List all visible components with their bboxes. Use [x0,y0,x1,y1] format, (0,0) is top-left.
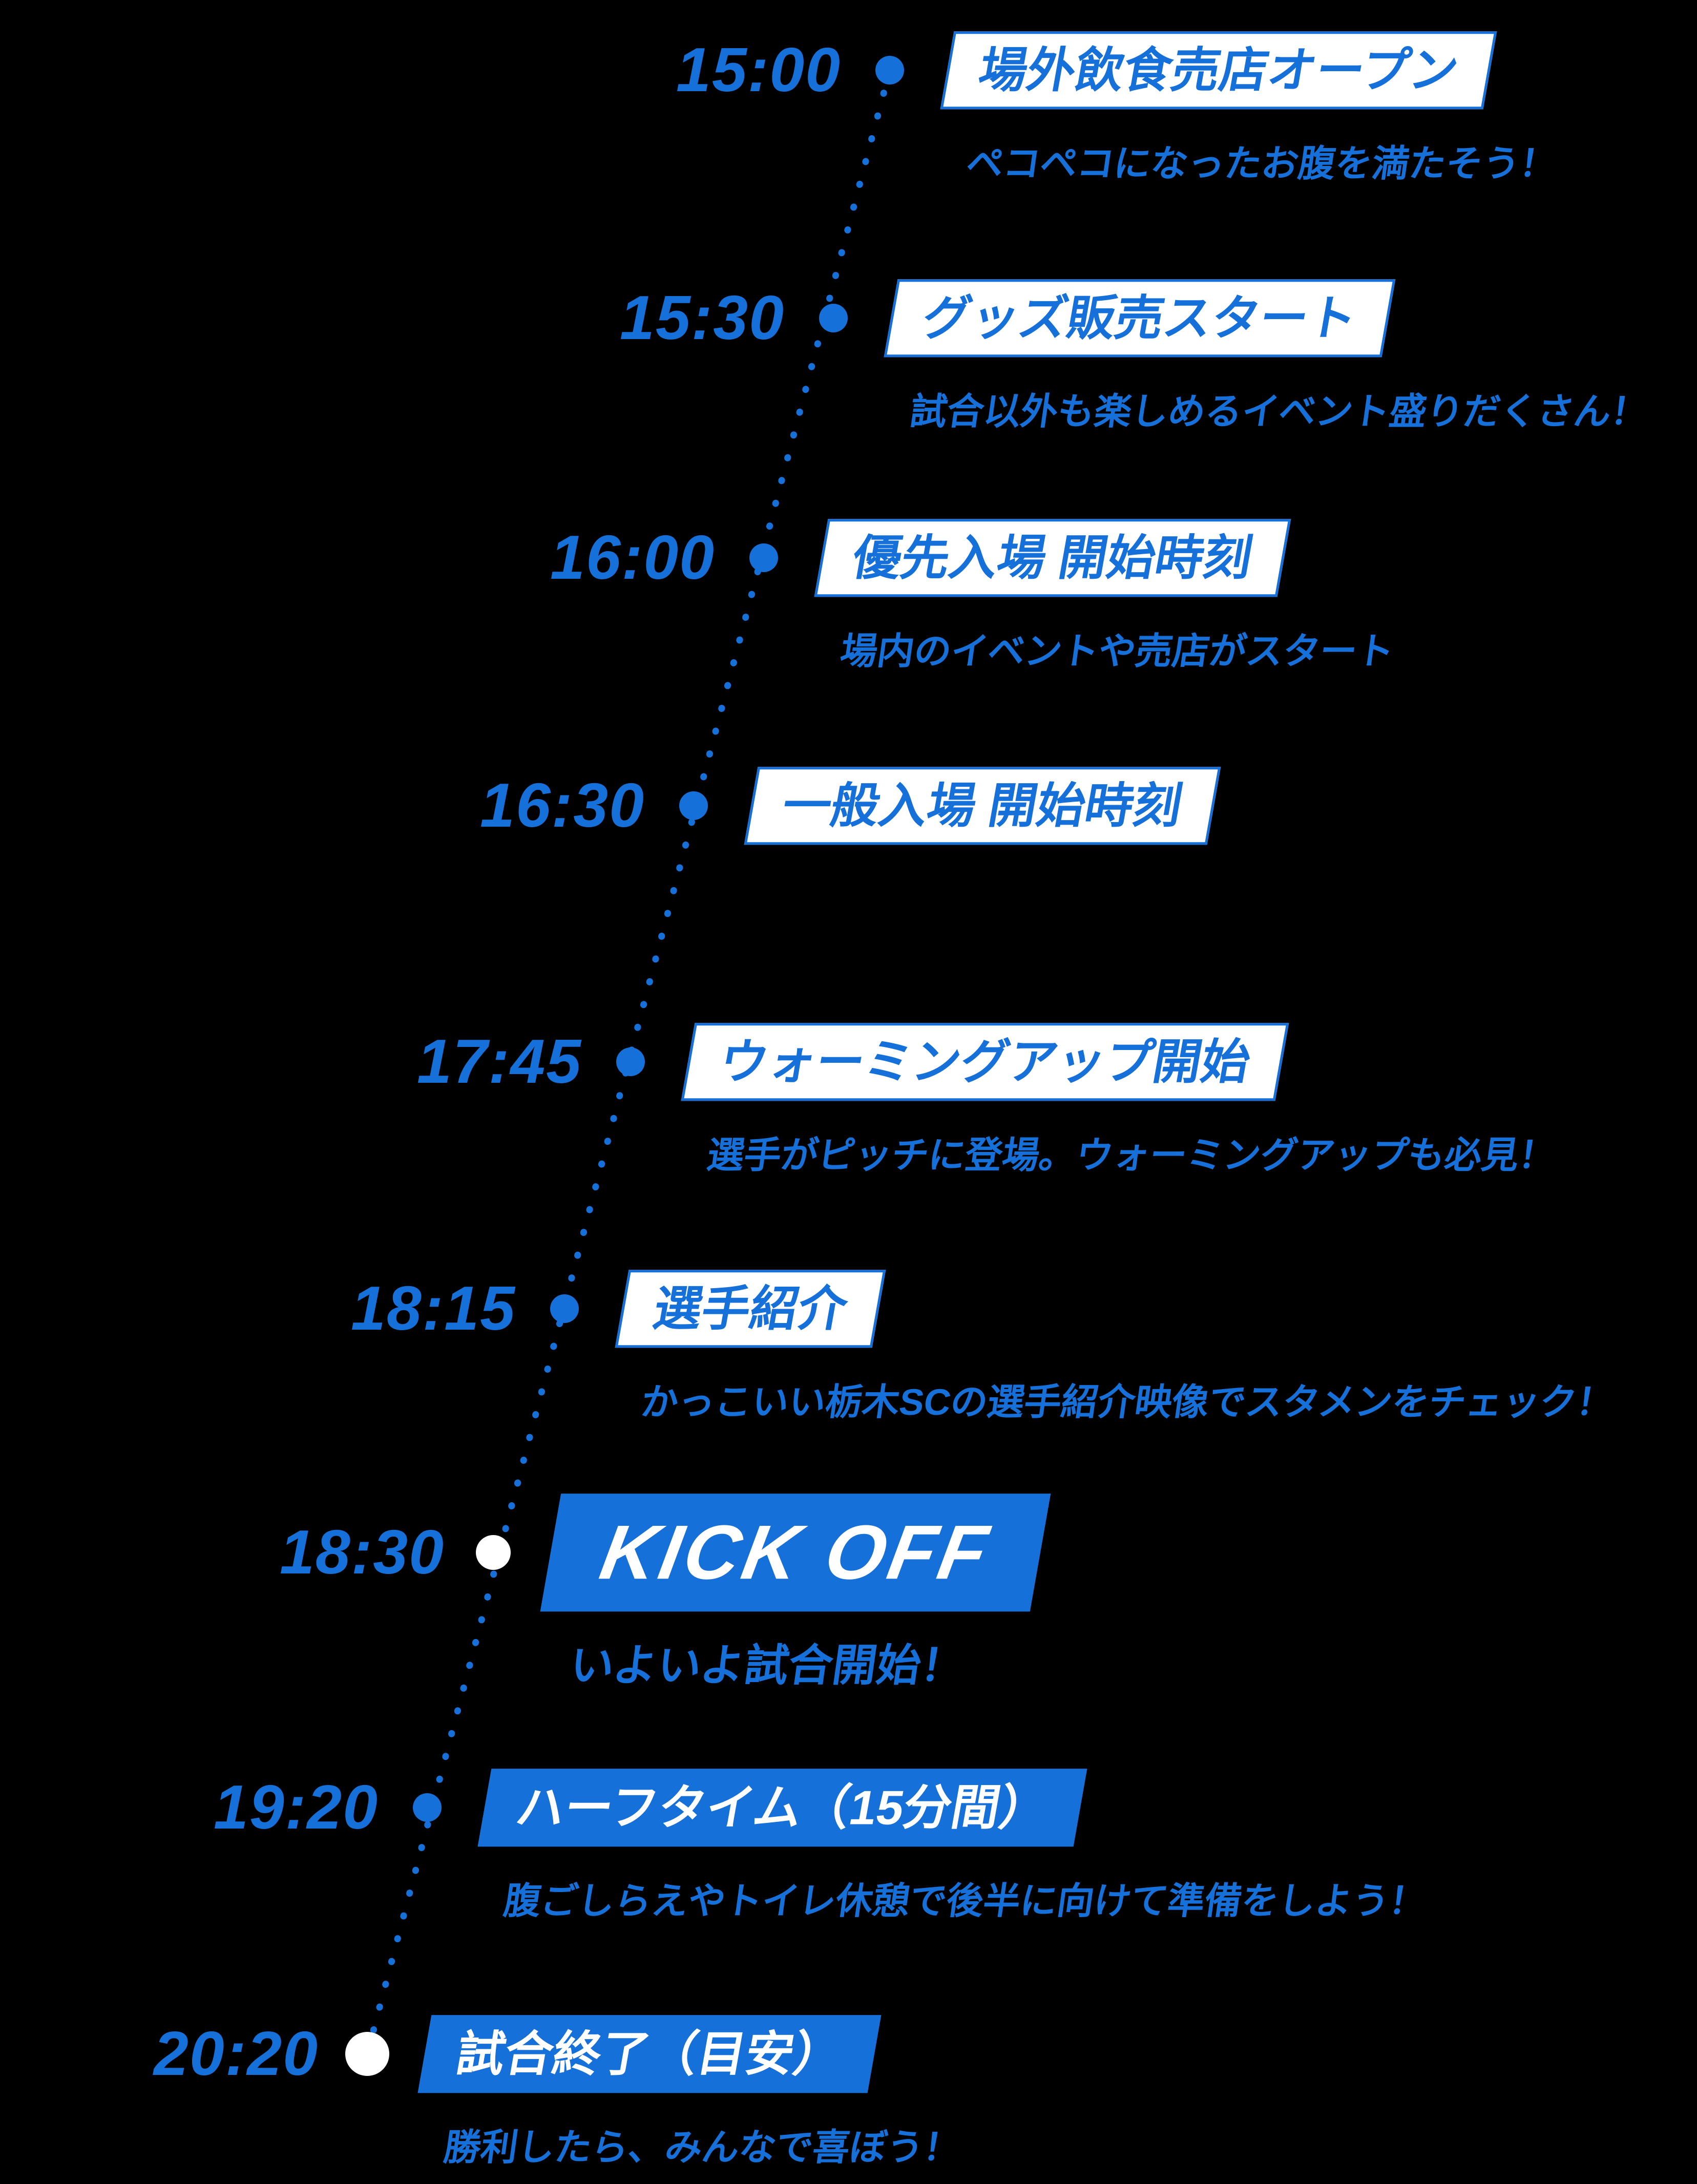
event-title: グッズ販売スタート [918,291,1361,345]
event-title-box: 場外飲食売店オープン [940,31,1497,109]
event-title: 試合終了（目安） [452,2027,847,2081]
event-description: 腹ごしらえやトイレ休憩で後半に向けて準備をしよう！ [501,1881,1429,1922]
event-title: ウォーミングアップ開始 [715,1035,1255,1089]
event-time: 19:20 [213,1772,379,1842]
timeline-dot [616,1047,645,1076]
event-time: 15:00 [676,35,841,104]
event-title-box: 優先入場 開始時刻 [814,519,1291,597]
timeline-dot [413,1793,442,1822]
event-description: 試合以外も楽しめるイベント盛りだくさん！ [907,391,1651,432]
event-time: 15:30 [619,283,785,352]
event-time: 18:15 [350,1273,516,1343]
timeline-dot [819,304,848,332]
event-description: 勝利したら、みんなで喜ぼう！ [441,2127,963,2168]
event-title: ハーフタイム（15分間） [512,1780,1053,1835]
event-title: 場外飲食売店オープン [974,43,1463,97]
event-title: KICK OFF [594,1509,997,1595]
event-description: かっこいい栃木SCの選手紹介映像でスタメンをチェック！ [638,1382,1617,1423]
event-title-box: ウォーミングアップ開始 [681,1023,1289,1101]
event-description: 場内のイベントや売店がスタート [837,631,1397,672]
event-time: 16:30 [479,770,645,840]
timeline-dot [345,2032,389,2076]
event-time: 17:45 [416,1026,582,1096]
event-title: 選手紹介 [649,1282,852,1336]
event-title-box: 選手紹介 [615,1270,886,1348]
event-title-box: KICK OFF [540,1494,1051,1611]
event-time: 16:00 [550,522,715,592]
event-description: 選手がピッチに登場。ウォーミングアップも必見！ [704,1135,1559,1176]
timeline-dot [550,1294,579,1323]
event-title: 優先入場 開始時刻 [848,531,1257,585]
event-title-box: 一般入場 開始時刻 [744,767,1221,845]
event-description: いよいよ試合開始！ [567,1641,969,1690]
event-time: 20:20 [153,2019,319,2088]
timeline-dot [476,1535,511,1570]
timeline-dot [679,791,708,820]
event-title-box: 試合終了（目安） [417,2015,882,2093]
event-title-box: グッズ販売スタート [884,279,1396,357]
event-title-box: ハーフタイム（15分間） [477,1769,1087,1846]
event-description: ペコペコになったお腹を満たそう！ [963,143,1560,184]
event-title: 一般入場 開始時刻 [778,779,1187,833]
event-time: 18:30 [279,1517,445,1587]
timeline-dot [749,543,778,572]
timeline-dot [875,56,904,85]
